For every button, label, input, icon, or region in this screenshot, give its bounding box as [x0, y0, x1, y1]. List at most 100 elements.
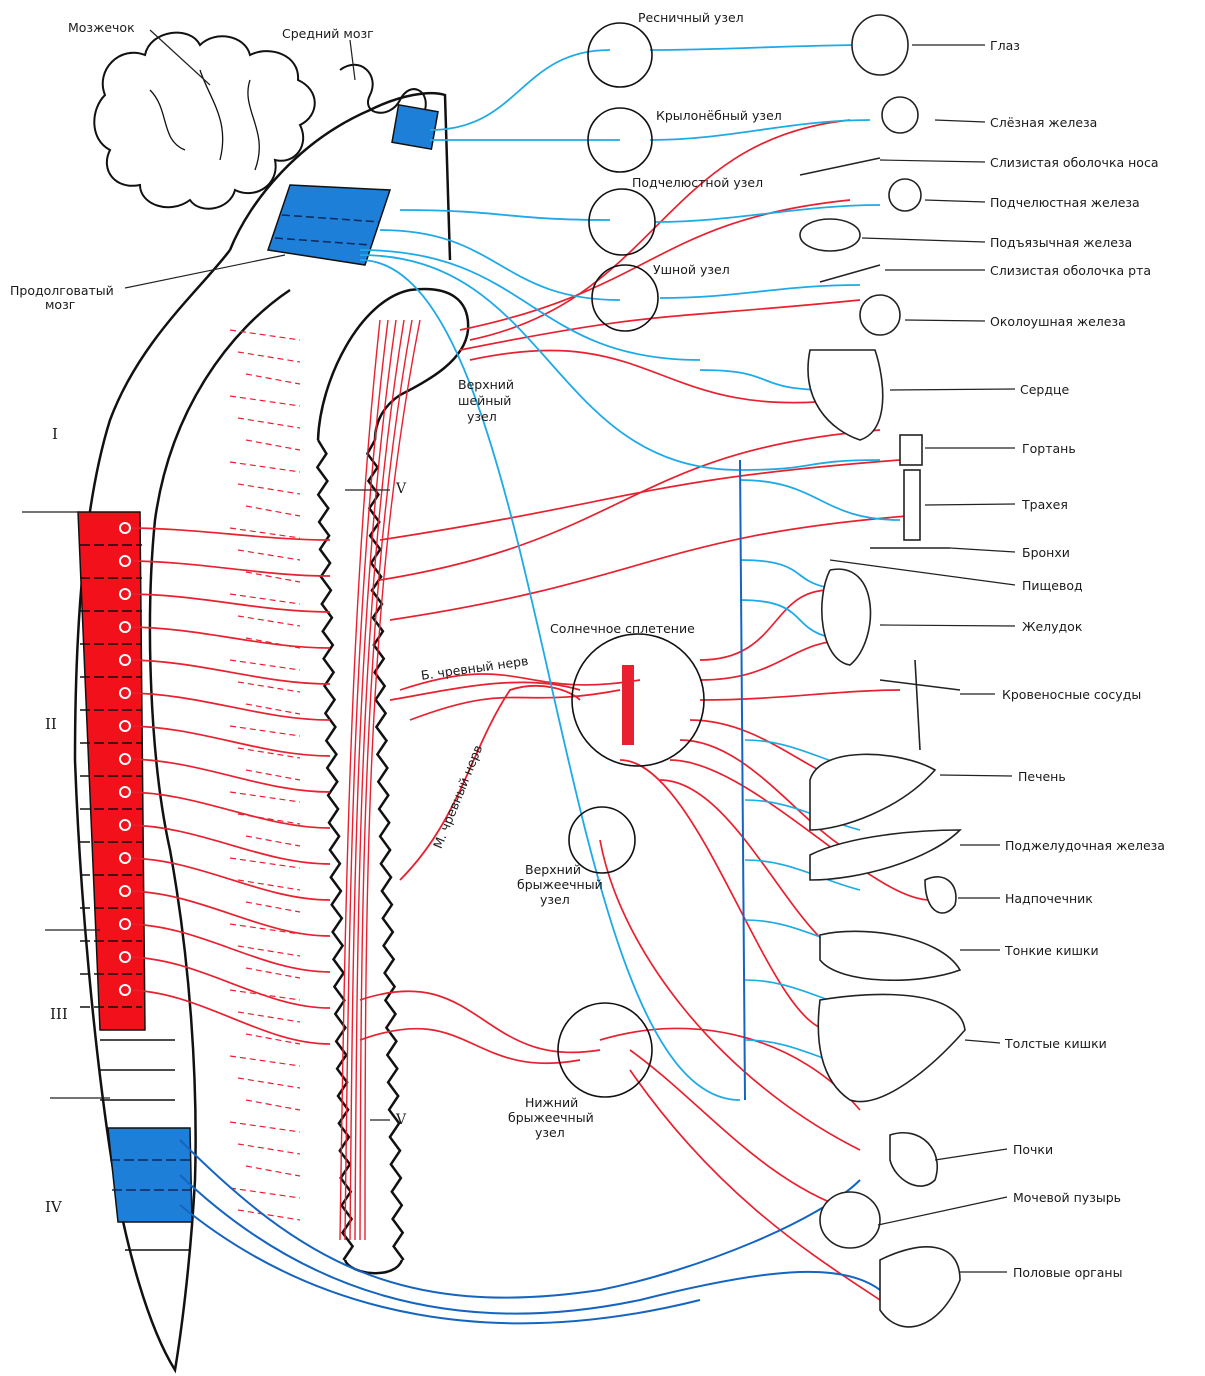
gray-ramus [238, 1012, 300, 1022]
genitals-shape [880, 1247, 960, 1327]
organ-label-small-intestine: Тонкие кишки [1005, 943, 1099, 958]
gray-ramus [246, 374, 300, 384]
leader-line [890, 389, 1015, 390]
leader-line [862, 238, 985, 242]
trunk-bottom [345, 1260, 402, 1273]
label-inferior-mesenteric-2: брыжеечный [508, 1110, 594, 1125]
midbrain-shape [340, 65, 426, 113]
submandibular-ganglion [589, 189, 655, 255]
gray-ramus [230, 462, 300, 472]
organ-label-heart: Сердце [1020, 382, 1069, 397]
postganglionic-fiber [470, 350, 840, 402]
region-label-2: II [45, 715, 57, 733]
gray-ramus [230, 726, 300, 736]
organ-label-large-intestine: Толстые кишки [1005, 1036, 1107, 1051]
label-superior-mesenteric-3: узел [540, 892, 570, 907]
blood-vessels-shape [880, 660, 960, 750]
sacral-segment [108, 1128, 192, 1222]
postganglionic-fiber [380, 430, 880, 580]
vagus-trunk [740, 460, 745, 1100]
leader-line [935, 120, 985, 122]
organ-label-pancreas: Поджелудочная железа [1005, 838, 1165, 853]
gray-ramus [230, 330, 300, 340]
label-superior-cervical-3: узел [467, 409, 497, 424]
organ-label-submandibular-gland: Подчелюстная железа [990, 195, 1140, 210]
leader-line [925, 504, 1015, 505]
organ-label-genitals: Половые органы [1013, 1265, 1122, 1280]
parasympathetic-output [650, 45, 870, 50]
organ-label-liver: Печень [1018, 769, 1066, 784]
organ-label-adrenal: Надпочечник [1005, 891, 1093, 906]
label-medulla-2: мозг [45, 297, 75, 312]
celiac-output-fiber [700, 640, 850, 680]
leader-line [925, 200, 985, 202]
gray-ramus [230, 660, 300, 670]
gray-ramus [230, 990, 300, 1000]
heart-shape [808, 350, 883, 440]
leader-line [905, 320, 985, 321]
sublingual-gland-shape [800, 219, 860, 251]
label-pterygopalatine-ganglion: Крылонёбный узел [656, 108, 782, 123]
organ-label-bronchi: Бронхи [1022, 545, 1070, 560]
label-superior-cervical-1: Верхний [458, 377, 514, 392]
small-intestine-shape [820, 931, 960, 980]
gray-ramus [246, 1166, 300, 1176]
label-inferior-mesenteric-3: узел [535, 1125, 565, 1140]
region-label-3: III [50, 1005, 68, 1023]
region-label-1: I [52, 425, 58, 443]
gray-ramus [246, 968, 300, 978]
organ-label-stomach: Желудок [1022, 619, 1082, 634]
gray-ramus [246, 506, 300, 516]
organ-label-oral-mucosa: Слизистая оболочка рта [990, 263, 1151, 278]
cranial-parasympathetic-fiber [360, 255, 740, 470]
oral-mucosa-shape [820, 265, 880, 282]
preganglionic-fiber [125, 594, 330, 612]
leader-line [965, 1040, 1000, 1043]
label-submandibular-ganglion: Подчелюстной узел [632, 175, 763, 190]
label-otic-ganglion: Ушной узел [653, 262, 730, 277]
organ-label-kidneys: Почки [1013, 1142, 1053, 1157]
organ-label-bladder: Мочевой пузырь [1013, 1190, 1121, 1205]
trachea-shape [904, 470, 920, 540]
leader-line [935, 1149, 1007, 1160]
leader-line [940, 775, 1012, 776]
leader-line [878, 1197, 1007, 1225]
organ-label-esophagus: Пищевод [1022, 578, 1083, 593]
label-superior-mesenteric-1: Верхний [525, 862, 581, 877]
preganglionic-fiber [125, 528, 330, 540]
preganglionic-fiber [125, 990, 330, 1044]
parotid-gland-shape [860, 295, 900, 335]
lacrimal-gland-shape [882, 97, 918, 133]
larynx-shape [900, 435, 922, 465]
celiac-plexus-circle [572, 634, 704, 766]
gray-ramus [238, 616, 300, 626]
gray-ramus [246, 704, 300, 714]
organ-label-lacrimal-gland: Слёзная железа [990, 115, 1097, 130]
gray-ramus [238, 682, 300, 692]
label-superior-mesenteric-2: брыжеечный [517, 877, 603, 892]
gray-ramus [230, 1056, 300, 1066]
inferior-mesenteric-ganglion [558, 1003, 652, 1097]
gray-ramus [238, 550, 300, 560]
preganglionic-fiber [125, 924, 330, 972]
pancreas-shape [810, 830, 960, 880]
cerebellum-shape [94, 33, 314, 209]
gray-ramus [246, 1100, 300, 1110]
parasympathetic-output [650, 120, 870, 140]
gray-ramus [246, 770, 300, 780]
label-midbrain: Средний мозг [282, 26, 374, 41]
gray-ramus [230, 594, 300, 604]
label-trunk-mark-lower: V [396, 1112, 406, 1128]
label-inferior-mesenteric-1: Нижний [525, 1095, 578, 1110]
stomach-shape [822, 569, 871, 665]
organ-label-parotid-gland: Околоушная железа [990, 314, 1126, 329]
organ-label-blood-vessels: Кровеносные сосуды [1002, 687, 1141, 702]
organ-label-nasal-mucosa: Слизистая оболочка носа [990, 155, 1158, 170]
preganglionic-fiber [125, 825, 330, 864]
kidney-shape [890, 1133, 937, 1186]
submandibular-gland-shape [889, 179, 921, 211]
inf-mesenteric-output-2 [630, 1070, 880, 1300]
celiac-output-fiber [700, 690, 900, 700]
preganglionic-fiber [125, 660, 330, 684]
bladder-shape [820, 1192, 880, 1248]
